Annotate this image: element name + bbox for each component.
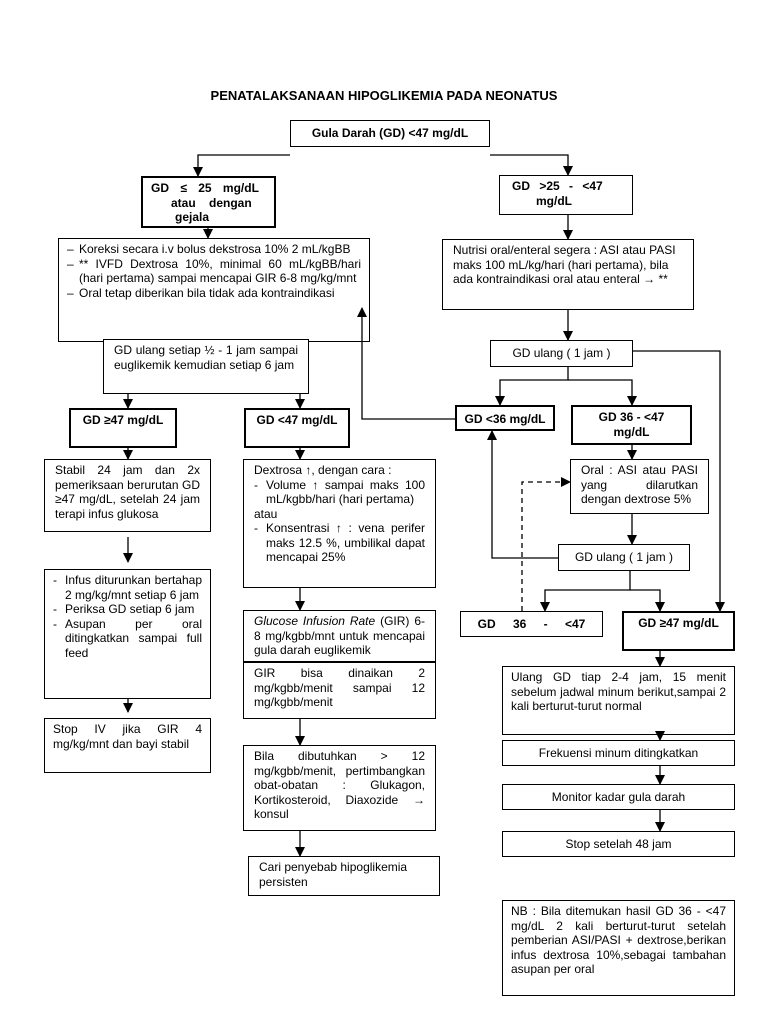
node-find-cause: Cari penyebab hipoglikemia persisten xyxy=(248,856,440,896)
dextrose-or: atau xyxy=(254,506,278,521)
gir-description: (GIR) 6-8 mg/kgbb/mnt untuk mencapai gul… xyxy=(254,614,425,657)
node-stop-iv: Stop IV jika GIR 4 mg/kg/mnt dan bayi st… xyxy=(44,718,211,773)
arrow-recheck2-split-left xyxy=(540,571,631,612)
arrow-root-right xyxy=(490,154,573,176)
node-recheck-1h: GD ulang ( 1 jam ) xyxy=(490,340,633,367)
node-gd-36-47-repeat: GD 36 - <47 xyxy=(460,611,603,637)
node-left-gd-lt47: GD <47 mg/dL xyxy=(244,408,350,448)
gir-title: Glucose Infusion Rate xyxy=(254,614,376,628)
taper-item: Infus diturunkan bertahap 2 mg/kg/mnt se… xyxy=(53,573,202,602)
node-drugs: Bila dibutuhkan > 12 mg/kgbb/menit, pert… xyxy=(243,745,436,831)
dextrose-list: Konsentrasi ↑ : vena perifer maks 12.5 %… xyxy=(254,521,425,565)
node-feeding-frequency: Frekuensi minum ditingkatkan xyxy=(502,740,735,766)
dextrose-item: Konsentrasi ↑ : vena perifer maks 12.5 %… xyxy=(254,521,425,565)
node-recheck-half-hour: GD ulang setiap ½ - 1 jam sampai euglike… xyxy=(103,339,309,394)
node-gd-25-47: GD >25 - <47 mg/dL xyxy=(499,175,633,215)
cond-line-1: GD ≤ 25 mg/dL xyxy=(151,181,259,195)
node-note: NB : Bila ditemukan hasil GD 36 - <47 mg… xyxy=(502,900,735,996)
action-item: Koreksi secara i.v bolus dekstrosa 10% 2… xyxy=(67,242,361,257)
diagram-title: PENATALAKSANAAN HIPOGLIKEMIA PADA NEONAT… xyxy=(210,88,558,103)
action-list: Koreksi secara i.v bolus dekstrosa 10% 2… xyxy=(67,242,361,300)
node-recheck-1h-second: GD ulang ( 1 jam ) xyxy=(558,544,690,571)
node-right-gd-ge47: GD ≥47 mg/dL xyxy=(622,611,735,651)
node-gir-raise: GIR bisa dinaikan 2 mg/kgbb/menit sampai… xyxy=(243,662,436,719)
node-stop-48h: Stop setelah 48 jam xyxy=(502,831,735,857)
node-stable-24h: Stabil 24 jam dan 2x pemeriksaan berurut… xyxy=(44,459,211,532)
dextrose-item: Volume ↑ sampai maks 100 mL/kgbb/hari (h… xyxy=(254,478,425,507)
node-gir: Glucose Infusion Rate (GIR) 6-8 mg/kgbb/… xyxy=(243,610,436,662)
cond-line-1: GD >25 - <47 xyxy=(512,179,603,193)
dextrose-intro: Dextrosa ↑, dengan cara : xyxy=(254,463,392,477)
dextrose-list: Volume ↑ sampai maks 100 mL/kgbb/hari (h… xyxy=(254,478,425,507)
arrow-recheck-split-left xyxy=(495,367,569,406)
node-oral-nutrition: Nutrisi oral/enteral segera : ASI atau P… xyxy=(442,239,694,310)
node-monitor-glucose: Monitor kadar gula darah xyxy=(502,784,735,810)
action-item: ** IVFD Dextrosa 10%, minimal 60 mL/kgBB… xyxy=(67,257,361,286)
cond-line-3: gejala xyxy=(175,210,210,224)
node-gd-36-47: GD 36 - <47 mg/dL xyxy=(571,405,692,445)
arrow-lt36-back xyxy=(357,307,455,420)
cond-line-2: atau dengan xyxy=(171,195,252,210)
taper-item: Periksa GD setiap 6 jam xyxy=(53,602,202,617)
taper-item: Asupan per oral ditingkatkan sampai full… xyxy=(53,617,202,661)
root-node: Gula Darah (GD) <47 mg/dL xyxy=(290,120,490,147)
taper-list: Infus diturunkan bertahap 2 mg/kg/mnt se… xyxy=(53,573,202,660)
node-repeat-gd: Ulang GD tiap 2-4 jam, 15 menit sebelum … xyxy=(502,666,735,735)
node-iv-correction: Koreksi secara i.v bolus dekstrosa 10% 2… xyxy=(58,238,370,342)
cond-line-2: mg/dL xyxy=(536,193,572,208)
node-oral-dextrose: Oral : ASI atau PASI yang dilarutkan den… xyxy=(570,459,709,514)
arrow-root-left xyxy=(193,154,290,177)
action-item: Oral tetap diberikan bila tidak ada kont… xyxy=(67,286,361,301)
node-taper-infusion: Infus diturunkan bertahap 2 mg/kg/mnt se… xyxy=(44,569,211,699)
arrow-recheck2-split-right xyxy=(630,589,665,612)
node-dextrose-increase: Dextrosa ↑, dengan cara : Volume ↑ sampa… xyxy=(243,459,436,588)
node-left-gd-ge47: GD ≥47 mg/dL xyxy=(69,408,177,448)
arrow-recheck-split-right xyxy=(568,379,637,406)
arrow-recheck2-to-lt36 xyxy=(487,430,558,559)
node-gd-lt36: GD <36 mg/dL xyxy=(455,405,555,431)
node-gd-le-25: GD ≤ 25 mg/dL atau dengan gejala xyxy=(141,176,276,228)
